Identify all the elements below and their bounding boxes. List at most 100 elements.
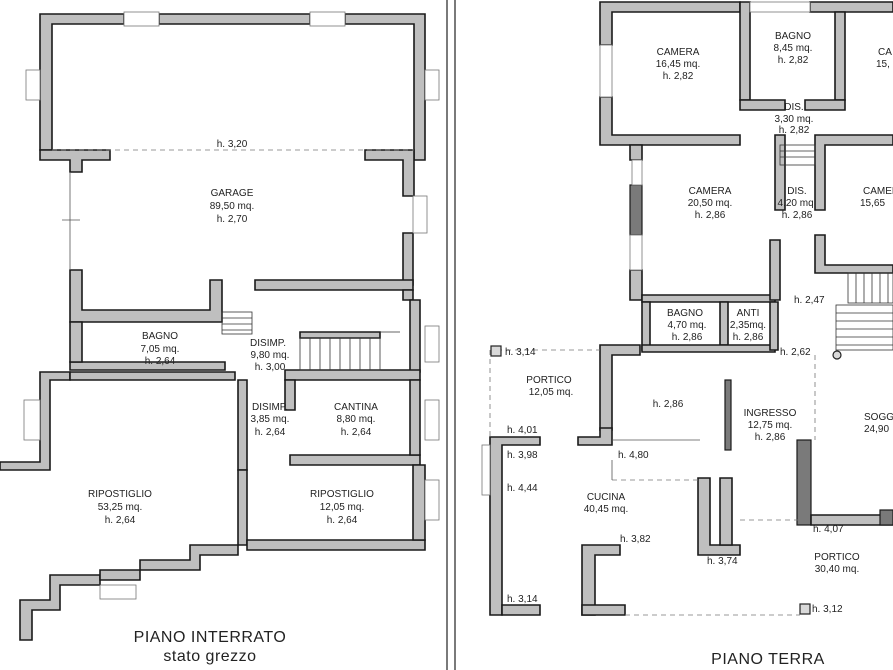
room-disimp-upper: DISIMP. 9,80 mq. h. 3,00 <box>250 338 289 373</box>
room-bagno-small: BAGNO 4,70 mq. h. 2,86 <box>667 308 707 343</box>
svg-text:h. 4,44: h. 4,44 <box>507 483 538 494</box>
svg-text:BAGNO: BAGNO <box>667 308 703 319</box>
height-annotations: h. 2,47 h. 2,62 h. 3,14 h. 4,01 h. 3,98 … <box>505 295 844 615</box>
svg-text:SOGG: SOGG <box>864 412 893 423</box>
room-camera-mid-right: CAMER 15,65 <box>860 186 893 209</box>
svg-text:h. 2,86: h. 2,86 <box>755 432 786 443</box>
room-portico-left: PORTICO 12,05 mq. <box>526 375 573 398</box>
svg-text:2,35mq.: 2,35mq. <box>730 320 766 331</box>
svg-text:h. 2,64: h. 2,64 <box>255 427 286 438</box>
svg-text:BAGNO: BAGNO <box>142 331 178 342</box>
svg-text:40,45 mq.: 40,45 mq. <box>584 504 628 515</box>
room-hall: h. 2,86 <box>653 399 684 410</box>
svg-text:h. 3,14: h. 3,14 <box>505 347 536 358</box>
svg-text:DIS.: DIS. <box>787 186 806 197</box>
svg-text:ANTI: ANTI <box>737 308 760 319</box>
stairs-small <box>221 311 253 335</box>
svg-text:CA: CA <box>878 47 892 58</box>
room-garage: GARAGE 89,50 mq. h. 2,70 <box>210 188 254 225</box>
room-ripostiglio-small: RIPOSTIGLIO 12,05 mq. h. 2,64 <box>310 489 374 526</box>
room-disimp-lower: DISIMP. 3,85 mq. h. 2,64 <box>251 402 290 438</box>
svg-text:CAMERA: CAMERA <box>689 186 732 197</box>
svg-text:h. 2,64: h. 2,64 <box>145 356 176 367</box>
svg-text:12,05 mq.: 12,05 mq. <box>320 502 364 513</box>
room-dis-top: DIS. 3,30 mq. h. 2,82 <box>775 102 814 136</box>
wall <box>39 13 125 151</box>
svg-text:INGRESSO: INGRESSO <box>744 408 797 419</box>
svg-text:15,: 15, <box>876 59 890 70</box>
svg-text:DIS.: DIS. <box>784 102 803 113</box>
pillar <box>799 603 811 615</box>
basement-title: PIANO INTERRATO <box>134 629 287 646</box>
height-note: h. 3,20 <box>217 139 248 150</box>
svg-text:h. 2,47: h. 2,47 <box>794 295 825 306</box>
stairs-basement <box>299 331 400 371</box>
svg-text:53,25 mq.: 53,25 mq. <box>98 502 142 513</box>
svg-text:DISIMP.: DISIMP. <box>252 402 288 413</box>
stairs-ground <box>779 144 893 351</box>
room-camera-top-right: CA 15, <box>876 47 892 70</box>
room-soggiorno: SOGG 24,90 <box>864 412 893 435</box>
room-cantina: CANTINA 8,80 mq. h. 2,64 <box>334 402 378 438</box>
svg-text:h. 2,64: h. 2,64 <box>341 427 372 438</box>
svg-text:RIPOSTIGLIO: RIPOSTIGLIO <box>88 489 152 500</box>
svg-text:h. 3,74: h. 3,74 <box>707 556 738 567</box>
svg-text:12,75 mq.: 12,75 mq. <box>748 420 792 431</box>
svg-text:h. 2,64: h. 2,64 <box>105 515 136 526</box>
svg-text:h. 2,86: h. 2,86 <box>695 210 726 221</box>
svg-text:20,50 mq.: 20,50 mq. <box>688 198 732 209</box>
svg-text:h. 4,07: h. 4,07 <box>813 524 844 535</box>
svg-text:7,05 mq.: 7,05 mq. <box>141 344 180 355</box>
svg-text:12,05 mq.: 12,05 mq. <box>529 387 573 398</box>
svg-text:8,80 mq.: 8,80 mq. <box>337 414 376 425</box>
room-dis-mid: DIS. 4,20 mq. h. 2,86 <box>778 186 817 221</box>
svg-text:4,20 mq.: 4,20 mq. <box>778 198 817 209</box>
room-portico-bottom: PORTICO 30,40 mq. <box>814 552 860 575</box>
ground-floor-title: PIANO TERRA <box>711 651 825 668</box>
svg-text:h. 2,82: h. 2,82 <box>779 125 810 136</box>
svg-text:h. 2,86: h. 2,86 <box>672 332 703 343</box>
svg-text:h. 3,12: h. 3,12 <box>812 604 843 615</box>
svg-text:CANTINA: CANTINA <box>334 402 378 413</box>
svg-text:RIPOSTIGLIO: RIPOSTIGLIO <box>310 489 374 500</box>
svg-text:8,45 mq.: 8,45 mq. <box>774 43 813 54</box>
svg-text:9,80 mq.: 9,80 mq. <box>251 350 290 361</box>
svg-text:89,50 mq.: 89,50 mq. <box>210 201 254 212</box>
room-camera-mid-left: CAMERA 20,50 mq. h. 2,86 <box>688 186 732 221</box>
svg-text:h. 4,80: h. 4,80 <box>618 450 649 461</box>
svg-text:PORTICO: PORTICO <box>526 375 572 386</box>
svg-text:30,40 mq.: 30,40 mq. <box>815 564 859 575</box>
room-camera-top-left: CAMERA 16,45 mq. h. 2,82 <box>656 47 700 82</box>
svg-text:3,85 mq.: 3,85 mq. <box>251 414 290 425</box>
svg-text:BAGNO: BAGNO <box>775 31 811 42</box>
pillar-round <box>832 350 842 360</box>
svg-text:h. 2,86: h. 2,86 <box>782 210 813 221</box>
svg-text:h. 2,64: h. 2,64 <box>327 515 358 526</box>
svg-text:h. 2,62: h. 2,62 <box>780 347 811 358</box>
svg-text:3,30 mq.: 3,30 mq. <box>775 114 814 125</box>
svg-text:h. 3,00: h. 3,00 <box>255 362 286 373</box>
svg-text:h. 3,82: h. 3,82 <box>620 534 651 545</box>
pillar <box>490 345 502 357</box>
svg-text:CAMERA: CAMERA <box>657 47 700 58</box>
svg-text:15,65: 15,65 <box>860 198 885 209</box>
basement-subtitle: stato grezzo <box>163 648 256 665</box>
room-ripostiglio-large: RIPOSTIGLIO 53,25 mq. h. 2,64 <box>88 489 152 526</box>
svg-text:24,90: 24,90 <box>864 424 889 435</box>
svg-text:h. 2,86: h. 2,86 <box>653 399 684 410</box>
svg-text:DISIMP.: DISIMP. <box>250 338 286 349</box>
room-ingresso: INGRESSO 12,75 mq. h. 2,86 <box>744 408 797 443</box>
svg-text:h. 4,01: h. 4,01 <box>507 425 538 436</box>
svg-text:h. 3,98: h. 3,98 <box>507 450 538 461</box>
svg-text:h. 2,82: h. 2,82 <box>663 71 694 82</box>
room-bagno: BAGNO 7,05 mq. h. 2,64 <box>141 331 180 367</box>
svg-text:PORTICO: PORTICO <box>814 552 860 563</box>
svg-text:4,70 mq.: 4,70 mq. <box>668 320 707 331</box>
svg-text:CAMER: CAMER <box>863 186 893 197</box>
room-anti: ANTI 2,35mq. h. 2,86 <box>730 308 766 343</box>
svg-text:h. 2,86: h. 2,86 <box>733 332 764 343</box>
room-bagno-top: BAGNO 8,45 mq. h. 2,82 <box>774 31 813 66</box>
svg-text:h. 2,70: h. 2,70 <box>217 214 248 225</box>
svg-text:16,45 mq.: 16,45 mq. <box>656 59 700 70</box>
